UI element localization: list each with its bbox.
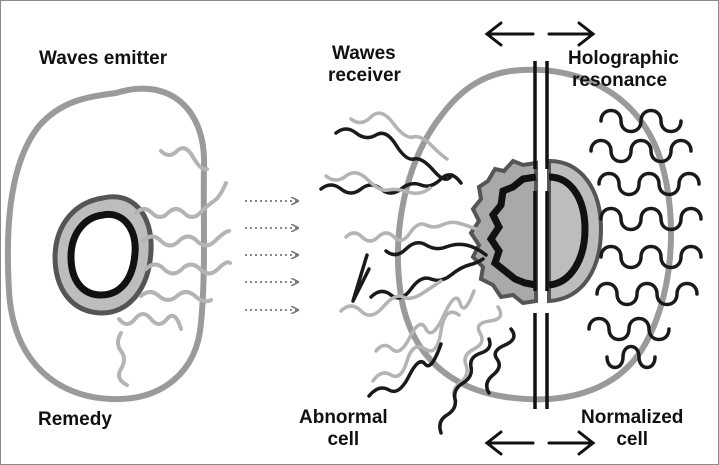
transfer-arrows bbox=[245, 201, 298, 310]
abnormal-line-2: cell bbox=[327, 429, 360, 450]
divider-line bbox=[533, 61, 549, 409]
waves-emitter-label: Waves emitter bbox=[39, 48, 168, 69]
holographic-line-2: resonance bbox=[572, 70, 668, 91]
abnormal-nucleus bbox=[468, 158, 538, 306]
normalized-nucleus bbox=[547, 158, 604, 304]
holographic-line-1: Holographic bbox=[568, 48, 679, 69]
emitted-waves bbox=[116, 146, 232, 387]
resonance-waves bbox=[587, 108, 703, 370]
received-waves bbox=[319, 111, 516, 435]
wawes-receiver-line-1: Wawes bbox=[332, 43, 396, 64]
normalized-line-1: Normalized bbox=[581, 407, 684, 428]
holographic-resonance-label: Holographic resonance bbox=[568, 48, 679, 92]
wawes-receiver-line-2: receiver bbox=[328, 65, 401, 86]
abnormal-line-1: Abnormal bbox=[299, 407, 388, 428]
top-direction-arrows bbox=[484, 21, 596, 47]
remedy-cell-membrane bbox=[4, 85, 208, 403]
remedy-label: Remedy bbox=[38, 409, 112, 430]
normalized-cell-label: Normalized cell bbox=[581, 407, 683, 451]
remedy-nucleus bbox=[52, 194, 154, 316]
abnormal-cell-label: Abnormal cell bbox=[299, 407, 388, 451]
wawes-receiver-label: Wawes receiver bbox=[328, 43, 401, 87]
normalized-line-2: cell bbox=[616, 429, 649, 450]
bottom-direction-arrows bbox=[484, 430, 596, 456]
